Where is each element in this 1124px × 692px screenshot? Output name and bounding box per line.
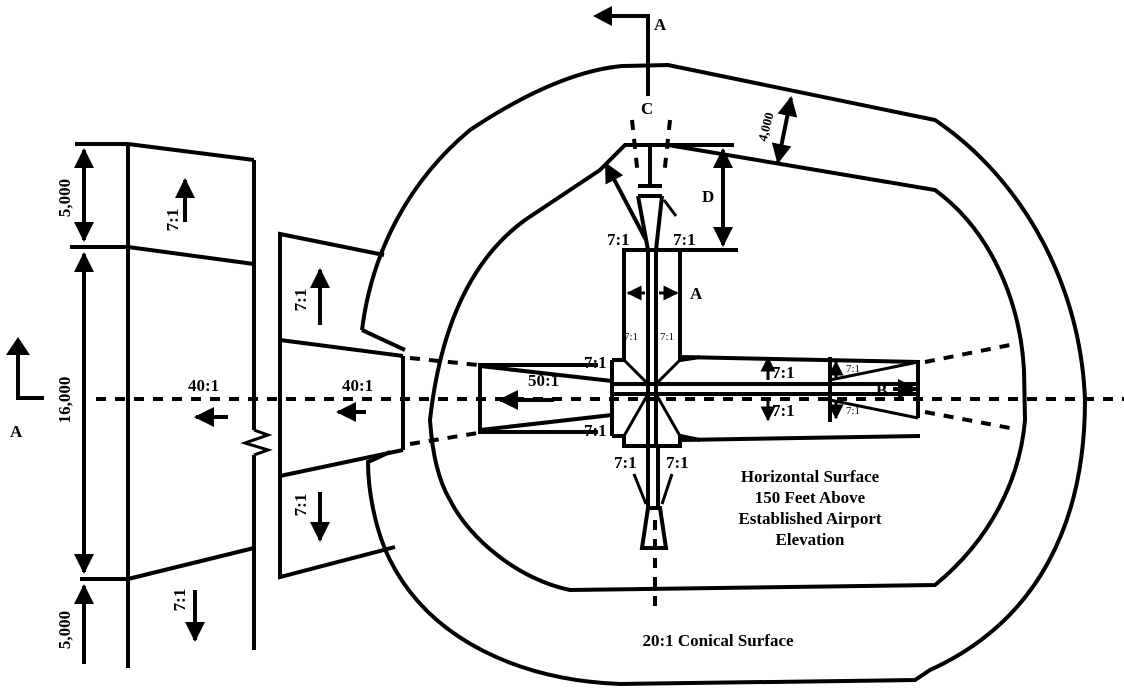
transitional-label-north-left: 7:1	[607, 230, 630, 249]
precision-approach-slope-label: 50:1	[528, 371, 559, 390]
approach-splay-top	[409, 356, 479, 367]
transitional-down-label-near: 7:1	[291, 494, 310, 517]
approach-near-top-divider	[279, 338, 404, 358]
horizontal-surface-label-line-2: 150 Feet Above	[755, 488, 866, 507]
horizontal-surface-label-line-3: Established Airport	[738, 509, 881, 528]
transitional-up-label-near: 7:1	[291, 289, 310, 312]
point-c-label: C	[641, 99, 653, 118]
transitional-top-divider-slant	[127, 245, 255, 266]
approach-splay-bottom-right	[924, 410, 1011, 430]
transitional-label-left-top: 7:1	[584, 353, 607, 372]
horizontal-primary-top	[679, 355, 921, 364]
section-a-top-marker	[605, 14, 650, 96]
intersection-diagonal-4	[654, 393, 682, 437]
horizontal-primary-bottom	[679, 434, 921, 442]
extension-label-b: B	[876, 381, 887, 400]
north-approach-right	[654, 195, 664, 251]
approach-splay-bottom	[409, 431, 479, 446]
transitional-label-south-right: 7:1	[666, 453, 689, 472]
transitional-label-vert-right: 7:1	[660, 331, 674, 343]
transitional-down-label-far: 7:1	[170, 589, 189, 612]
north-transitional-right	[662, 199, 678, 217]
transitional-label-small-down: 7:1	[846, 405, 860, 417]
intersection-diagonal-3	[622, 393, 650, 437]
transitional-bottom-divider-slant	[127, 546, 255, 581]
approach-slope-near-label: 40:1	[342, 376, 373, 395]
dim-4000-arrow	[771, 96, 798, 164]
runway-cross-center-left	[610, 358, 624, 438]
transitional-label-vert-left: 7:1	[624, 331, 638, 343]
runway-width-label-a: A	[690, 284, 703, 303]
precision-approach-outline	[478, 363, 598, 434]
section-a-top-arrowhead	[593, 6, 612, 26]
section-a-top-label: A	[654, 15, 667, 34]
south-transitional-left	[632, 473, 648, 505]
horizontal-surface-label-line-1: Horizontal Surface	[741, 467, 880, 486]
horizontal-approach-splay-top	[829, 360, 919, 382]
precision-approach-splay-bottom	[479, 413, 613, 432]
horizontal-surface-label-line-4: Elevation	[776, 530, 845, 549]
transitional-label-left-bottom: 7:1	[584, 421, 607, 440]
transitional-label-south-left: 7:1	[614, 453, 637, 472]
transitional-label-north-right: 7:1	[673, 230, 696, 249]
dim-5000-top-label: 5,000	[55, 179, 74, 217]
north-approach-left	[636, 195, 650, 251]
horizontal-approach-splay-bottom	[829, 398, 919, 420]
approach-break-symbol	[240, 428, 273, 457]
north-dash-right	[662, 119, 672, 177]
south-approach-outline	[639, 506, 669, 550]
precision-approach-splay-top	[479, 364, 613, 383]
approach-splay-top-right	[924, 343, 1011, 364]
horizontal-surface-boundary	[427, 143, 1028, 593]
intersection-diagonal-1	[622, 358, 650, 386]
transitional-label-small-up: 7:1	[846, 363, 860, 375]
dim-5000-bottom-label: 5,000	[55, 611, 74, 649]
transitional-up-label-far: 7:1	[163, 209, 182, 232]
section-a-left-marker	[16, 343, 44, 400]
transitional-label-right-up: 7:1	[772, 363, 795, 382]
south-transitional-right	[660, 473, 674, 505]
conical-surface-label: 20:1 Conical Surface	[642, 631, 794, 650]
approach-near-outline	[278, 231, 396, 580]
dim-d-label: D	[702, 187, 714, 206]
approach-slope-far-label: 40:1	[188, 376, 219, 395]
transitional-label-right-down: 7:1	[772, 401, 795, 420]
north-dash-left	[630, 119, 640, 177]
dim-4000-label: 4,000	[755, 111, 777, 143]
conical-left-notch	[361, 328, 406, 352]
section-a-left-arrowhead	[6, 337, 30, 355]
intersection-diagonal-2	[654, 358, 682, 386]
approach-near-bottom-divider	[279, 448, 404, 478]
transitional-arrow-north	[604, 162, 648, 241]
section-a-left-label: A	[10, 422, 23, 441]
dim-16000-label: 16,000	[55, 377, 74, 424]
approach-top-slant	[127, 142, 255, 162]
